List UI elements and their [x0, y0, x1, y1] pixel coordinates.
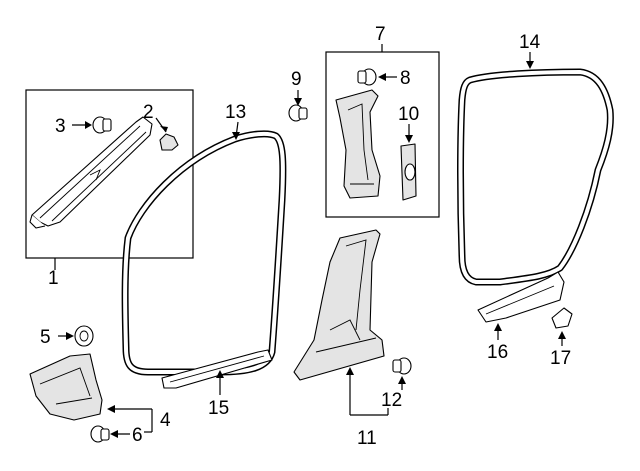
callout-6: 6 [132, 425, 143, 446]
callout-13: 13 [225, 102, 246, 123]
callout-11: 11 [357, 428, 377, 449]
callout-16: 16 [487, 342, 508, 363]
callout-7: 7 [375, 24, 386, 45]
callout-10: 10 [398, 104, 419, 125]
kick-panel-part-4 [29, 353, 153, 433]
clip-part-9 [288, 90, 308, 122]
callout-12: 12 [381, 390, 402, 411]
callout-15: 15 [208, 398, 229, 419]
a-pillar-trim-part [29, 116, 153, 229]
callout-5: 5 [40, 327, 51, 348]
clip-part-2 [155, 117, 179, 151]
scuff-plate-part-15 [161, 349, 273, 395]
grommet-part-5 [58, 325, 94, 347]
callout-1: 1 [48, 268, 59, 289]
push-clip-part-3 [72, 116, 112, 134]
callout-9: 9 [291, 69, 302, 90]
front-door-weatherstrip-part-13 [121, 121, 287, 376]
b-pillar-upper-trim-part [335, 89, 381, 199]
rear-door-weatherstrip-part-14 [457, 52, 614, 286]
callout-17: 17 [550, 348, 571, 369]
group-box-1 [25, 89, 194, 270]
belt-guide-part-10 [400, 124, 417, 201]
clip-part-8 [357, 68, 397, 86]
callout-14: 14 [519, 32, 541, 53]
callout-4: 4 [160, 410, 171, 431]
callout-8: 8 [400, 68, 411, 89]
callout-3: 3 [55, 116, 66, 137]
cap-part-17 [551, 307, 573, 346]
clip-part-12 [392, 357, 412, 390]
clip-part-6 [90, 425, 130, 443]
rear-scuff-plate-part-16 [477, 271, 565, 340]
b-pillar-lower-trim-part-11 [293, 229, 389, 416]
callout-2: 2 [143, 102, 154, 123]
group-box-7 [325, 44, 440, 218]
